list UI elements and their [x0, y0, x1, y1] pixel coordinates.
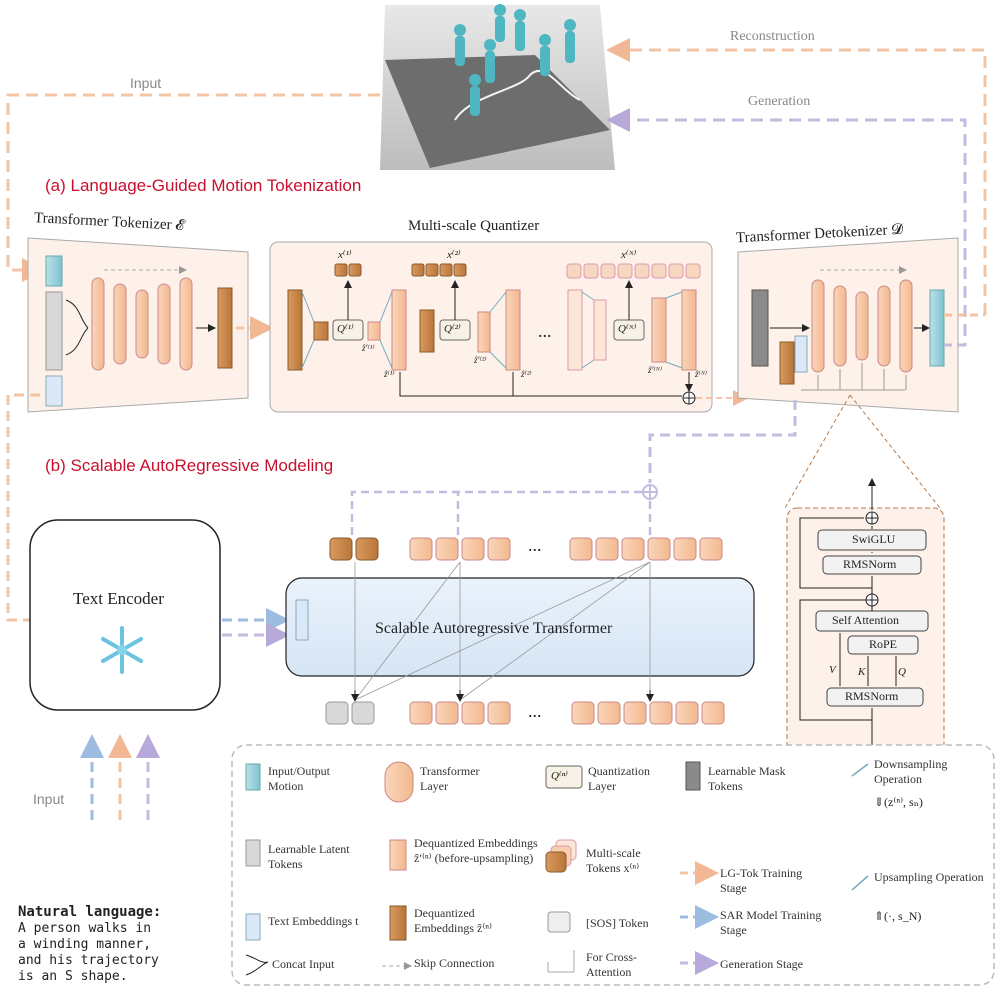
text-input-arrows	[80, 734, 160, 820]
block-swiglu: SwiGLU	[852, 532, 896, 546]
legend-panel	[231, 744, 995, 986]
quantizer-ellipsis: ...	[538, 321, 552, 341]
sar-output-ellipsis: ...	[528, 535, 542, 555]
legend-sos-token: [SOS] Token	[586, 916, 649, 930]
label-q1: Q⁽¹⁾	[337, 323, 354, 335]
sar-input-ellipsis: ...	[528, 701, 542, 721]
legend-downsampling-formula: ⇓(z⁽ⁿ⁾, sₙ)	[874, 795, 923, 809]
legend-mask-tokens: Learnable Mask Tokens	[708, 764, 786, 793]
legend-skip: Skip Connection	[414, 956, 495, 970]
block-rmsnorm-top: RMSNorm	[843, 557, 897, 571]
generation-flow-label: Generation	[748, 94, 811, 109]
label-zN: ẑ⁽ᴺ⁾	[695, 369, 708, 379]
legend-deq: Dequantized Embeddings ẑ⁽ⁿ⁾	[414, 906, 492, 935]
label-z1: ẑ⁽¹⁾	[384, 369, 395, 379]
legend-sar-stage: SAR Model Training Stage	[720, 908, 822, 937]
label-z2: ẑ⁽²⁾	[521, 369, 532, 379]
natural-language-line-4: is an S shape.	[18, 969, 128, 984]
label-x1: x⁽¹⁾	[338, 249, 352, 261]
block-rope: RoPE	[869, 637, 898, 651]
sar-arrowheads	[351, 690, 654, 702]
legend-deq-before: Dequantized Embeddings ẑ′⁽ⁿ⁾ (before-ups…	[414, 836, 538, 865]
legend-upsampling: Upsampling Operation	[874, 870, 984, 884]
legend-generation-stage: Generation Stage	[720, 957, 803, 971]
label-zp2: ẑ′⁽²⁾	[474, 355, 487, 365]
natural-language-line-2: a winding manner,	[18, 937, 152, 952]
label-x2: x⁽²⁾	[447, 249, 461, 261]
label-zp1: ẑ′⁽¹⁾	[362, 343, 375, 353]
legend-quant-symbol: Q⁽ⁿ⁾	[551, 770, 568, 782]
legend-latent-tokens: Learnable Latent Tokens	[268, 842, 350, 871]
detokenizer-panel	[737, 237, 985, 509]
sar-output-tokens	[329, 537, 723, 561]
legend-lgtok-stage: LG-Tok Training Stage	[720, 866, 803, 895]
text-encoder-label: Text Encoder	[73, 589, 164, 608]
sar-sum-lines	[350, 484, 658, 535]
input-flow-label: Input	[130, 75, 162, 91]
legend-downsampling: Downsampling Operation	[874, 757, 948, 786]
tokenizer-panel	[27, 237, 274, 413]
quantizer-panel	[269, 241, 749, 413]
legend-transformer-layer: Transformer Layer	[420, 764, 480, 793]
generation-link	[6, 393, 797, 622]
section-b-title: (b) Scalable AutoRegressive Modeling	[45, 456, 334, 475]
quantizer-title: Multi-scale Quantizer	[408, 218, 540, 234]
legend-quant-layer: Quantization Layer	[588, 764, 650, 793]
label-xN: x⁽ᴺ⁾	[621, 249, 637, 261]
label-zpN: ẑ′⁽ᴺ⁾	[648, 365, 663, 375]
motion-scene-image	[380, 4, 615, 170]
sar-transformer-box	[285, 577, 755, 677]
legend-cross-attention: For Cross-Attention	[586, 950, 638, 979]
natural-language-line-3: and his trajectory	[18, 953, 159, 968]
sar-transformer-label: Scalable Autoregressive Transformer	[375, 620, 613, 637]
sar-connections	[354, 561, 651, 701]
snowflake-icon	[101, 626, 143, 674]
bottom-input-label: Input	[33, 791, 65, 807]
legend-multiscale-tokens: Multi-scale Tokens x⁽ⁿ⁾	[586, 846, 641, 875]
sar-input-tokens	[325, 701, 725, 725]
legend-upsampling-formula: ⇑(·, s_N)	[874, 909, 922, 923]
legend-io-motion: Input/Output Motion	[268, 764, 330, 793]
natural-language-line-1: A person walks in	[18, 921, 152, 936]
block-k: K	[858, 666, 866, 678]
transformer-block-detail	[786, 478, 945, 780]
input-flow-line	[6, 93, 380, 282]
label-q2: Q⁽²⁾	[444, 323, 461, 335]
reconstruction-flow-line	[606, 38, 987, 315]
natural-language-heading: Natural language:	[18, 904, 162, 920]
text-encoder-box	[29, 519, 221, 711]
reconstruction-flow-label: Reconstruction	[730, 29, 815, 44]
legend-text-embeddings: Text Embeddings t	[268, 914, 359, 928]
block-v: V	[829, 664, 836, 676]
block-rmsnorm-bottom: RMSNorm	[845, 689, 899, 703]
block-self-attention: Self Attention	[832, 613, 899, 627]
legend-concat: Concat Input	[272, 957, 335, 971]
label-qN: Q⁽ᴺ⁾	[618, 323, 637, 335]
section-a-title: (a) Language-Guided Motion Tokenization	[45, 176, 362, 195]
block-q: Q	[898, 666, 906, 678]
